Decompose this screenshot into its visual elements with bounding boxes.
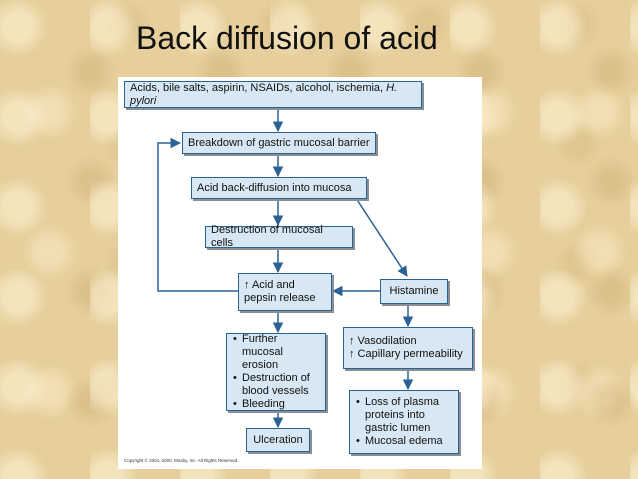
box-plasma-loss: Loss of plasma proteins into gastric lum… [349, 390, 459, 454]
box-ulceration: Ulceration [246, 428, 310, 452]
diagram-panel: Acids, bile salts, aspirin, NSAIDs, alco… [118, 77, 482, 469]
list-item: Destruction of blood vessels [233, 372, 320, 398]
list-item: Bleeding [233, 398, 320, 411]
erosion-list: Further mucosal erosion Destruction of b… [232, 333, 320, 411]
box-causes: Acids, bile salts, aspirin, NSAIDs, alco… [124, 81, 422, 108]
box-acid-release: ↑ Acid and pepsin release [238, 273, 332, 311]
box-vasodilation: ↑ Vasodilation ↑ Capillary permeability [343, 327, 473, 369]
box-causes-text: Acids, bile salts, aspirin, NSAIDs, alco… [130, 81, 398, 107]
box-backdiffusion: Acid back-diffusion into mucosa [191, 177, 367, 199]
box-erosion: Further mucosal erosion Destruction of b… [226, 333, 326, 411]
list-item: Loss of plasma proteins into gastric lum… [356, 396, 453, 435]
plasma-loss-list: Loss of plasma proteins into gastric lum… [355, 396, 453, 448]
box-destruction: Destruction of mucosal cells [205, 224, 353, 249]
box-histamine: Histamine [380, 279, 448, 304]
box-breakdown: Breakdown of gastric mucosal barrier [182, 132, 376, 154]
diagram-arrows [157, 108, 414, 429]
copyright-notice: Copyright © 2004, 2000, Mosby, Inc. All … [124, 458, 239, 463]
list-item: Further mucosal erosion [233, 333, 320, 372]
list-item: Mucosal edema [356, 435, 453, 448]
arrow-backdiffusion-to-histamine [349, 188, 408, 277]
arrow-feedback-loop [157, 137, 238, 292]
slide-title: Back diffusion of acid [136, 20, 438, 56]
